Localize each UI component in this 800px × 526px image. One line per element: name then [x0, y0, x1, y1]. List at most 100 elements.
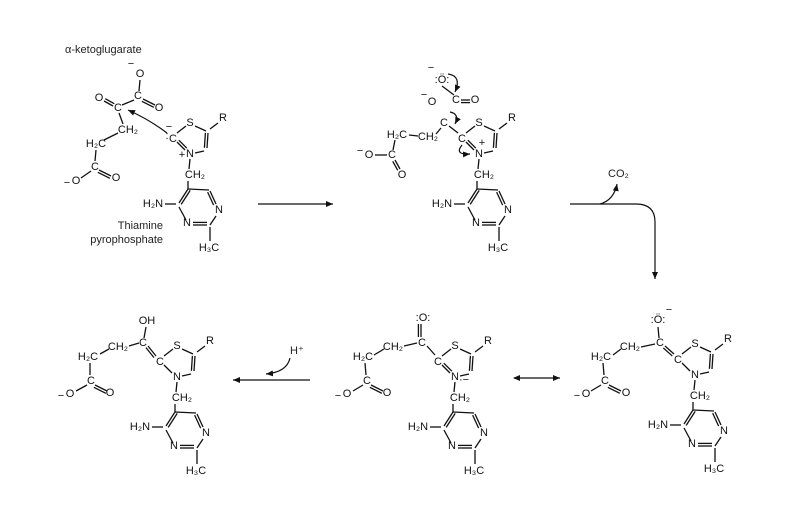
atom-label: CH₂	[118, 124, 138, 136]
double-bond-line	[472, 414, 480, 429]
bond	[657, 326, 660, 339]
bond	[498, 215, 506, 226]
bond	[693, 379, 696, 391]
atom-label: N	[170, 440, 178, 452]
bond	[209, 190, 217, 205]
bond	[714, 411, 722, 426]
double-bond-line	[445, 413, 456, 428]
bond	[138, 79, 141, 92]
atom-label: N	[688, 438, 696, 450]
bond	[453, 381, 456, 393]
atom-label: N	[720, 425, 728, 437]
atom-label: C	[134, 90, 142, 102]
bond	[94, 149, 97, 162]
atom-label: O	[582, 388, 591, 400]
bond	[193, 355, 196, 372]
atom-label: O	[398, 169, 407, 181]
bond	[187, 188, 210, 191]
atom-label: O	[471, 94, 480, 106]
bond	[403, 342, 418, 347]
double-bond-line	[467, 139, 477, 149]
atom-label: H₃C	[464, 465, 484, 477]
atom-label: +	[479, 137, 485, 149]
atom-label: S	[691, 338, 698, 350]
bond	[196, 438, 204, 449]
bond	[441, 364, 451, 374]
atom-label: O	[66, 388, 75, 400]
bond	[681, 362, 691, 372]
forward-arrow-step2	[570, 203, 658, 279]
atom-label: H₃C	[488, 242, 508, 254]
bond	[699, 371, 710, 375]
bond	[196, 345, 206, 353]
bond	[714, 343, 724, 351]
atom-label: C	[452, 94, 460, 106]
bond	[681, 346, 692, 355]
atom-label: H₂C	[591, 351, 611, 363]
bond	[352, 384, 364, 392]
atom-label: −	[335, 390, 341, 402]
atom-label: N	[183, 217, 191, 229]
bond	[483, 150, 494, 154]
atom-label: S	[451, 340, 458, 352]
bond	[165, 411, 176, 427]
bond	[474, 345, 484, 353]
atom-label: O	[112, 172, 121, 184]
bond	[143, 326, 147, 339]
double-bond-line	[496, 191, 504, 206]
atom-label: N	[173, 371, 181, 383]
double-bond-line	[685, 411, 696, 426]
bond	[99, 348, 110, 355]
bond	[178, 206, 187, 221]
bond	[408, 134, 419, 137]
bond	[98, 169, 112, 177]
proton-label: H⁺	[290, 345, 304, 357]
atom-label: +	[179, 149, 185, 161]
bond	[176, 141, 186, 151]
bond	[608, 384, 622, 392]
atom-label: N	[202, 427, 210, 439]
bond	[441, 348, 452, 357]
atom-label: N	[451, 371, 459, 383]
bond	[435, 127, 442, 135]
double-bond-line	[167, 413, 178, 428]
atom-label: O	[72, 175, 81, 187]
bond	[426, 345, 436, 356]
atom-label: C	[434, 356, 442, 368]
electron-push-arrow-2	[449, 111, 461, 125]
atom-label: C	[601, 375, 609, 387]
bond	[147, 345, 157, 357]
bond	[394, 159, 401, 170]
bond	[467, 188, 478, 204]
atom-label: CH₂	[185, 169, 205, 181]
atom-label: S	[475, 117, 482, 129]
atom-label: R	[508, 112, 516, 124]
bond	[448, 125, 459, 134]
atom-label: C	[156, 356, 164, 368]
double-bond-line	[180, 190, 191, 205]
bond	[103, 100, 114, 107]
atom-label: :Ö:	[435, 74, 450, 86]
atom-label: C	[139, 337, 147, 349]
atom-label: −	[128, 58, 134, 70]
atom-label: CH₂	[690, 390, 710, 402]
bond	[142, 98, 156, 106]
bond	[194, 125, 207, 132]
atom-label: CH₂	[172, 392, 192, 404]
double-bond-line	[104, 98, 115, 105]
atom-label: R	[484, 335, 492, 347]
atom-label: CH₂	[474, 169, 494, 181]
bond	[692, 409, 715, 412]
bond	[683, 427, 692, 442]
bond	[474, 438, 482, 449]
bond	[699, 346, 712, 353]
atom-label: C	[114, 102, 122, 114]
bond	[590, 384, 602, 392]
bond	[103, 132, 119, 141]
bond	[476, 188, 499, 191]
atom-label: OH	[139, 315, 156, 327]
